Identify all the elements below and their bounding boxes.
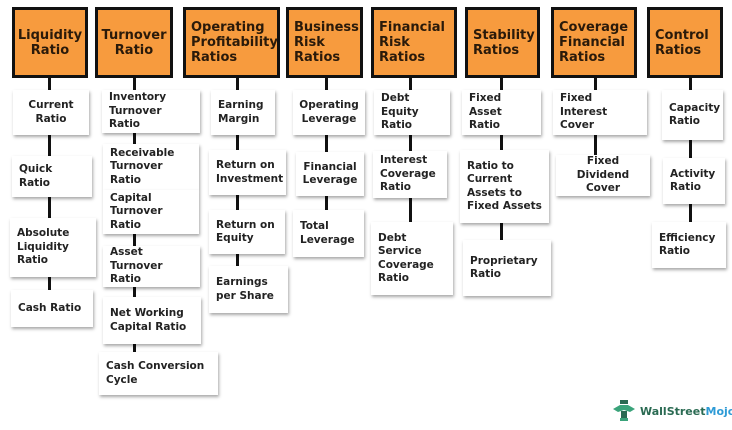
connector-line xyxy=(689,78,692,226)
ratio-box-proprietary-ratio: Proprietary Ratio xyxy=(463,240,551,296)
category-header-operating-profitability-ratios: Operating Profitability Ratios xyxy=(183,7,280,78)
category-header-turnover-ratio: Turnover Ratio xyxy=(95,7,173,78)
ratio-box-fixed-interest-cover: Fixed Interest Cover xyxy=(553,90,647,135)
ratio-box-financial-leverage: Financial Leverage xyxy=(296,152,364,196)
ratio-box-total-leverage: Total Leverage xyxy=(293,210,364,257)
category-header-financial-risk-ratios: Financial Risk Ratios xyxy=(371,7,457,78)
ratio-box-cash-conversion-cycle: Cash Conversion Cycle xyxy=(99,352,218,395)
ratio-box-fixed-asset-ratio: Fixed Asset Ratio xyxy=(462,90,541,135)
ratio-box-capital-turnover-ratio: Capital Turnover Ratio xyxy=(103,190,199,234)
ratio-box-return-on-investment: Return on Investment xyxy=(209,150,286,195)
ratio-box-absolute-liquidity-ratio: Absolute Liquidity Ratio xyxy=(10,218,96,277)
ratio-box-debt-service-coverage-ratio: Debt Service Coverage Ratio xyxy=(371,222,453,295)
ratio-box-current-ratio: Current Ratio xyxy=(13,90,89,135)
ratio-box-receivable-turnover-ratio: Receivable Turnover Ratio xyxy=(103,144,199,190)
logo-text-mojo: Mojo xyxy=(705,404,732,418)
ratio-box-operating-leverage: Operating Leverage xyxy=(293,90,365,135)
connector-line xyxy=(325,78,328,214)
logo-text-wallstreet: WallStreet xyxy=(640,404,706,418)
ratio-box-capacity-ratio: Capacity Ratio xyxy=(662,90,723,140)
ratio-box-asset-turnover-ratio: Asset Turnover Ratio xyxy=(103,246,200,287)
category-header-stability-ratios: Stability Ratios xyxy=(465,7,540,78)
ratio-box-fixed-dividend-cover: Fixed Dividend Cover xyxy=(556,155,650,196)
ratio-box-quick-ratio: Quick Ratio xyxy=(12,156,92,197)
logo-mascot-icon xyxy=(613,400,635,421)
category-header-business-risk-ratios: Business Risk Ratios xyxy=(286,7,363,78)
ratio-box-interest-coverage-ratio: Interest Coverage Ratio xyxy=(373,151,447,198)
ratio-box-earnings-per-share: Earnings per Share xyxy=(209,266,288,313)
category-header-liquidity-ratio: Liquidity Ratio xyxy=(12,7,88,78)
ratio-box-net-working-capital-ratio: Net Working Capital Ratio xyxy=(103,297,201,344)
ratio-box-earning-margin: Earning Margin xyxy=(211,90,275,135)
ratio-box-return-on-equity: Return on Equity xyxy=(209,210,285,254)
ratio-box-debt-equity-ratio: Debt Equity Ratio xyxy=(374,90,450,135)
ratio-box-inventory-turnover-ratio: Inventory Turnover Ratio xyxy=(102,90,200,133)
ratio-box-activity-ratio: Activity Ratio xyxy=(663,158,725,204)
ratio-box-ratio-to-current-assets-to-fixed-assets: Ratio to Current Assets to Fixed Assets xyxy=(460,150,549,223)
ratio-box-cash-ratio: Cash Ratio xyxy=(11,290,93,327)
ratio-box-efficiency-ratio: Efficiency Ratio xyxy=(652,222,726,268)
category-header-control-ratios: Control Ratios xyxy=(647,7,723,78)
category-header-coverage-financial-ratios: Coverage Financial Ratios xyxy=(551,7,637,78)
